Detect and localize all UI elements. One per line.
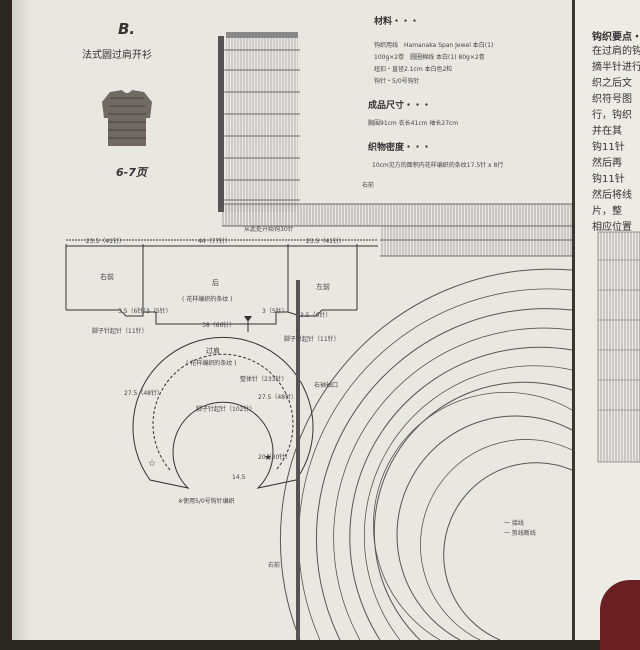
right-page-line: 相应位置 — [592, 222, 632, 233]
materials-heading: 材料・・・ — [374, 17, 420, 27]
sweater-photo-icon — [102, 90, 152, 146]
materials-line3: 纽扣・直径2.1cm 本白色2粒 — [374, 66, 453, 73]
chart-edge-stitches — [218, 36, 300, 640]
increase-note-right: 脚子针起针（11针） — [284, 336, 340, 343]
right-page-line: 并在其 — [592, 126, 622, 137]
right-page-line: 在过肩的钩 — [592, 46, 640, 57]
hook-note: ※使用5/0号钩针编织 — [178, 498, 235, 505]
increase-note-left: 脚子针起针（11针） — [92, 328, 148, 335]
size-heading: 成品尺寸・・・ — [368, 101, 432, 111]
dim-side-1: 3.5（6针） — [118, 308, 150, 315]
label-back-pattern: ( 花样编织的条纹 ) — [182, 296, 233, 303]
right-page-line: 片，整 — [592, 206, 622, 217]
page-reference: 6-7页 — [116, 166, 147, 179]
right-page-line: 织之后文 — [592, 78, 632, 89]
right-page-line: 然后再 — [592, 158, 622, 169]
chart-label-armhole: 右袖袖口 — [314, 382, 339, 389]
dim-center: 38（66针） — [202, 322, 236, 329]
chart-note-start: 从此处开始钩30针 — [244, 226, 294, 233]
label-left-front: 左前 — [316, 283, 330, 291]
dim-left-front: 23.5（41针） — [86, 238, 125, 245]
dim-side-4: 3.5（6针） — [300, 312, 332, 319]
dim-back: 44（77针） — [198, 238, 232, 245]
label-yoke: 过肩 — [206, 347, 220, 355]
yoke-ring-schematic — [132, 336, 314, 489]
inner-stitch-count: 脚子针起针（102针） — [196, 406, 256, 413]
right-page-chart — [597, 231, 640, 463]
star-filled-icon: ★ — [264, 453, 272, 463]
yoke-dim-right: 27.5（48针） — [258, 394, 297, 401]
right-page-line: 摘半针进行 — [592, 62, 640, 73]
front-chart-block — [222, 32, 300, 212]
arrow-up-icon — [244, 316, 252, 322]
gauge-heading: 织物密度・・・ — [368, 143, 432, 153]
pattern-badge: B. — [118, 20, 136, 38]
yoke-side-dim: 14.5 — [232, 474, 246, 481]
right-page-line: 钩11针 — [592, 142, 625, 153]
right-page-line: 行，钩织 — [592, 110, 632, 121]
pattern-title: 法式圆过肩开衫 — [82, 50, 152, 61]
chart-label-top: 右前 — [362, 182, 375, 189]
dim-right-front: 23.5（41针） — [306, 238, 345, 245]
yoke-dim-left: 27.5（48针） — [124, 390, 163, 397]
chart-label-side: 右前 — [268, 562, 281, 569]
right-page-line: 织符号图 — [592, 94, 632, 105]
star-label: 20（30针） — [258, 454, 292, 461]
gauge-line1: 10cm见方的面积内花样编织的条纹17.5针 x 8行 — [372, 162, 504, 169]
body-schematic — [65, 239, 378, 325]
size-line1: 胸围91cm 衣长41cm 袖长27cm — [368, 120, 459, 127]
page-gutter — [12, 0, 30, 640]
materials-line2: 100g×2卷 圆圈棉线 本白(1) 80g×2卷 — [374, 54, 485, 61]
label-right-front: 右前 — [100, 273, 114, 281]
right-page-heading: 钩织要点・ — [592, 32, 640, 43]
neckline-chart-band — [222, 203, 572, 257]
label-yoke-pattern: ( 花样编织的条纹 ) — [186, 360, 237, 367]
chart-legend-cut: 一 剪线断线 — [504, 530, 536, 537]
yoke-chart-arcs — [279, 268, 573, 640]
outer-stitch-count: 整体针（233针） — [240, 376, 288, 383]
right-page-line: 钩11针 — [592, 174, 625, 185]
right-page-line: 然后将线 — [592, 190, 632, 201]
dim-side-2: 3（5针） — [146, 308, 172, 315]
materials-line4: 钩针・5/0号钩针 — [374, 78, 420, 85]
label-back: 后 — [212, 279, 219, 287]
materials-line1: 钩织用线 Hamanaka Span Jewel 本白(1) — [374, 42, 494, 49]
star-outline-icon: ☆ — [148, 459, 156, 469]
reader-hand — [600, 580, 640, 650]
dim-side-3: 3（5针） — [262, 308, 288, 315]
chart-legend-join: 一 接线 — [504, 520, 524, 527]
